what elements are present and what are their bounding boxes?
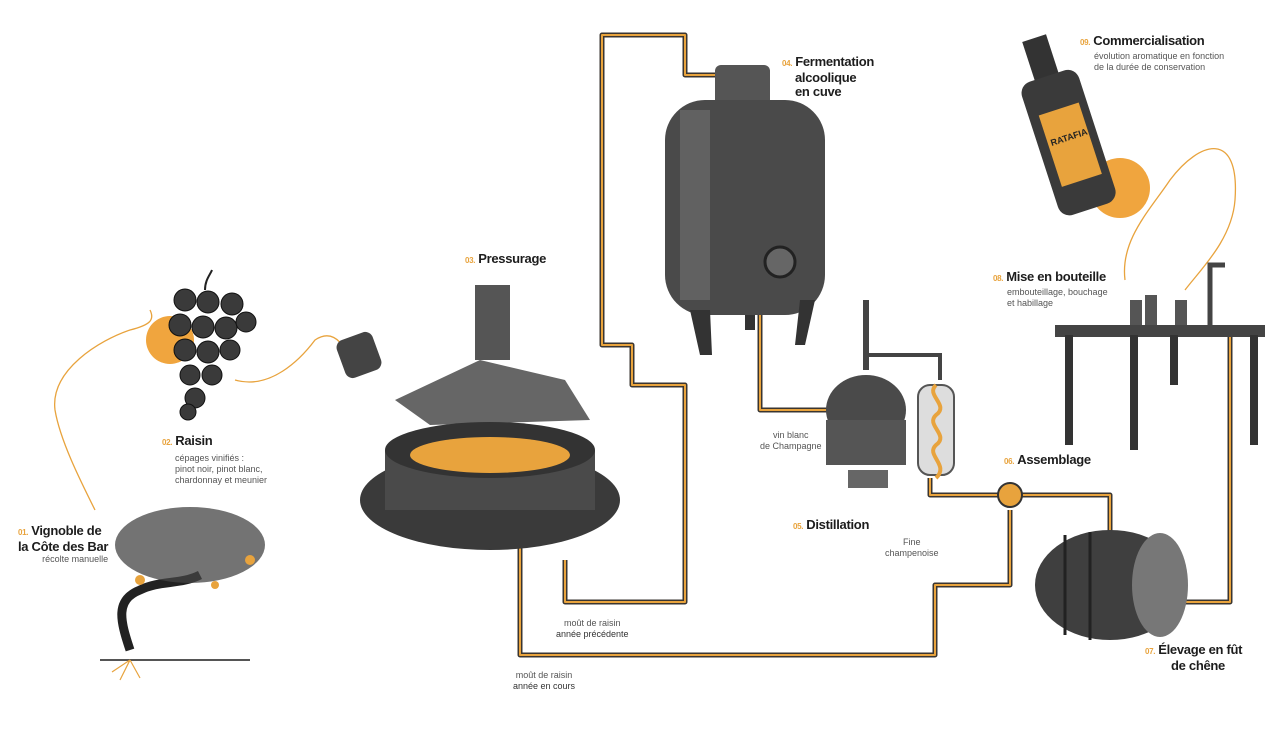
vine-illustration bbox=[100, 507, 265, 681]
step-title: Vignoble de bbox=[31, 523, 102, 538]
step-title: Assemblage bbox=[1017, 452, 1091, 467]
step-description: de la durée de conservation bbox=[1094, 62, 1206, 72]
step-elevage: 07.Élevage en fût de chêne bbox=[1145, 643, 1242, 673]
step-assemblage: 06.Assemblage bbox=[1004, 453, 1091, 469]
note-text: moût de raisin bbox=[515, 670, 573, 680]
grape-cluster-illustration bbox=[168, 269, 257, 421]
step-title: alcoolique bbox=[795, 70, 857, 85]
note-text: de Champagne bbox=[760, 441, 822, 451]
step-description: chardonnay et meunier bbox=[175, 475, 268, 485]
note-text: année précédente bbox=[556, 629, 629, 639]
step-title: Distillation bbox=[806, 517, 870, 532]
step-mise-en-bouteille: 08.Mise en bouteille embouteillage, bouc… bbox=[993, 270, 1108, 309]
step-title: Commercialisation bbox=[1093, 33, 1205, 48]
step-pressurage: 03.Pressurage bbox=[465, 252, 546, 268]
bottling-table-illustration bbox=[1055, 262, 1265, 450]
note-text: Fine bbox=[903, 537, 921, 547]
step-number: 06. bbox=[1004, 457, 1015, 466]
step-vignoble: 01.Vignoble de la Côte des Bar récolte m… bbox=[18, 524, 108, 565]
note-text: moût de raisin bbox=[564, 618, 621, 628]
step-description: pinot noir, pinot blanc, bbox=[175, 464, 263, 474]
step-title: Fermentation bbox=[795, 54, 874, 69]
step-description: embouteillage, bouchage bbox=[1007, 287, 1108, 297]
step-number: 02. bbox=[162, 438, 173, 447]
distillation-still-illustration bbox=[826, 300, 955, 488]
step-title: Mise en bouteille bbox=[1006, 269, 1106, 284]
barrel-illustration bbox=[1035, 530, 1188, 640]
step-title: de chêne bbox=[1171, 658, 1225, 673]
step-description: cépages vinifiés : bbox=[175, 453, 245, 463]
step-title: la Côte des Bar bbox=[18, 539, 109, 554]
step-number: 09. bbox=[1080, 38, 1091, 47]
step-number: 05. bbox=[793, 522, 804, 531]
step-number: 07. bbox=[1145, 647, 1156, 656]
step-commercialisation: 09.Commercialisation évolution aromatiqu… bbox=[1080, 34, 1224, 73]
step-title: Élevage en fût bbox=[1158, 642, 1243, 657]
tank-illustration bbox=[665, 65, 825, 355]
step-title: Pressurage bbox=[478, 251, 547, 266]
assemblage-ball bbox=[997, 482, 1023, 508]
step-number: 04. bbox=[782, 59, 793, 68]
step-number: 01. bbox=[18, 528, 29, 537]
step-number: 03. bbox=[465, 256, 476, 265]
step-description: évolution aromatique en fonction bbox=[1094, 51, 1225, 61]
step-description: récolte manuelle bbox=[42, 554, 109, 564]
step-title: Raisin bbox=[175, 433, 213, 448]
step-number: 08. bbox=[993, 274, 1004, 283]
note-text: champenoise bbox=[885, 548, 939, 558]
step-distillation: 05.Distillation bbox=[793, 518, 869, 534]
step-raisin: 02.Raisin cépages vinifiés :pinot noir, … bbox=[162, 434, 267, 486]
press-illustration bbox=[336, 285, 620, 550]
ratafia-bottle-illustration bbox=[1021, 34, 1116, 216]
note-text: vin blanc bbox=[773, 430, 809, 440]
step-description: et habillage bbox=[1007, 298, 1054, 308]
step-fermentation: 04.Fermentation alcoolique en cuve bbox=[782, 55, 874, 99]
note-text: année en cours bbox=[513, 681, 576, 691]
step-title: en cuve bbox=[795, 84, 842, 99]
decorative-thread bbox=[54, 148, 1237, 511]
